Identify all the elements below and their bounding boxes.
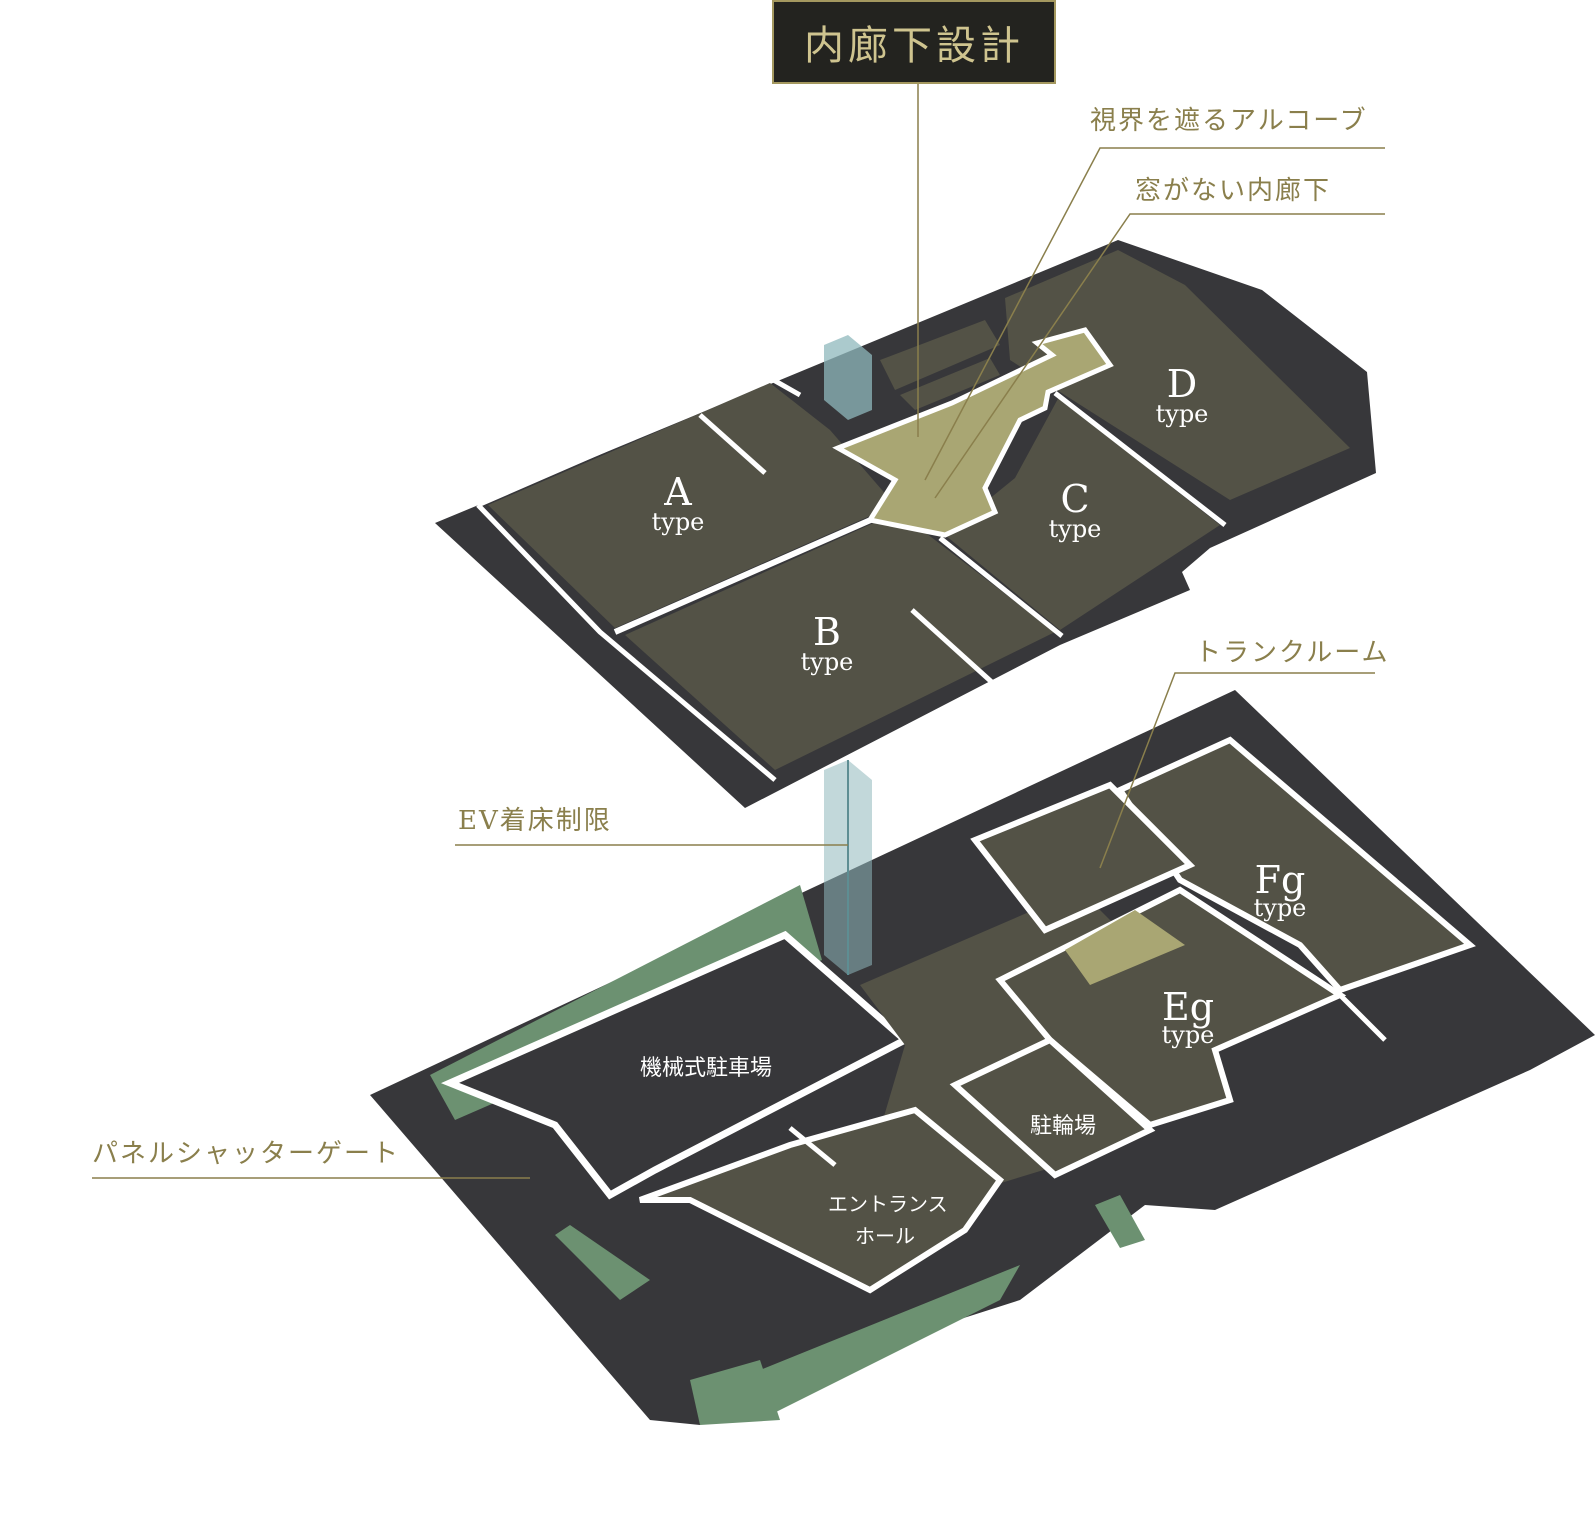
unit-a <box>488 383 895 628</box>
elevator-shaft <box>824 335 872 975</box>
unit-eg-type: type <box>1161 1021 1215 1049</box>
diagram-title: 内廊下設計 <box>804 23 1024 69</box>
room-label-entrance-line1: エントランス <box>828 1192 948 1216</box>
unit-d-type: type <box>1155 400 1209 428</box>
unit-a-type: type <box>651 508 705 536</box>
callout-trunk-room: トランクルーム <box>1195 638 1390 668</box>
room-label-bicycle: 駐輪場 <box>1030 1114 1097 1139</box>
entrance-hall <box>638 1106 1005 1294</box>
callout-no-window-corridor: 窓がない内廊下 <box>1135 176 1332 206</box>
unit-d <box>1005 250 1350 500</box>
upper-floor <box>435 240 1376 808</box>
unit-b-type: type <box>800 648 854 676</box>
callout-alcove: 視界を遮るアルコーブ <box>1090 106 1368 136</box>
unit-fg-letter: Fg <box>1254 858 1306 902</box>
unit-fg-type: type <box>1253 894 1307 922</box>
room-label-entrance-line2: ホール <box>855 1224 915 1248</box>
callout-lines <box>92 84 1385 1179</box>
unit-eg-letter: Eg <box>1161 985 1215 1029</box>
callout-panel-shutter: パネルシャッターゲート <box>92 1139 401 1169</box>
room-label-parking: 機械式駐車場 <box>640 1056 773 1081</box>
green-strip-bottom <box>760 1265 1020 1415</box>
callout-ev-restriction: EV着床制限 <box>458 806 612 836</box>
unit-d-letter: D <box>1166 362 1198 406</box>
parking-area <box>440 930 912 1200</box>
unit-fg <box>1115 736 1476 994</box>
unit-b <box>625 512 1055 770</box>
bicycle-room <box>949 1036 1156 1179</box>
unit-c-letter: C <box>1060 477 1090 521</box>
trunk-room <box>970 781 1196 934</box>
unit-c <box>945 395 1220 630</box>
diagram-title-box: 内廊下設計 <box>772 0 1056 84</box>
unit-a-letter: A <box>664 470 692 514</box>
unit-c-type: type <box>1048 515 1102 543</box>
inner-corridor <box>832 327 1114 538</box>
unit-b-letter: B <box>813 610 841 654</box>
lower-floor <box>370 690 1595 1425</box>
